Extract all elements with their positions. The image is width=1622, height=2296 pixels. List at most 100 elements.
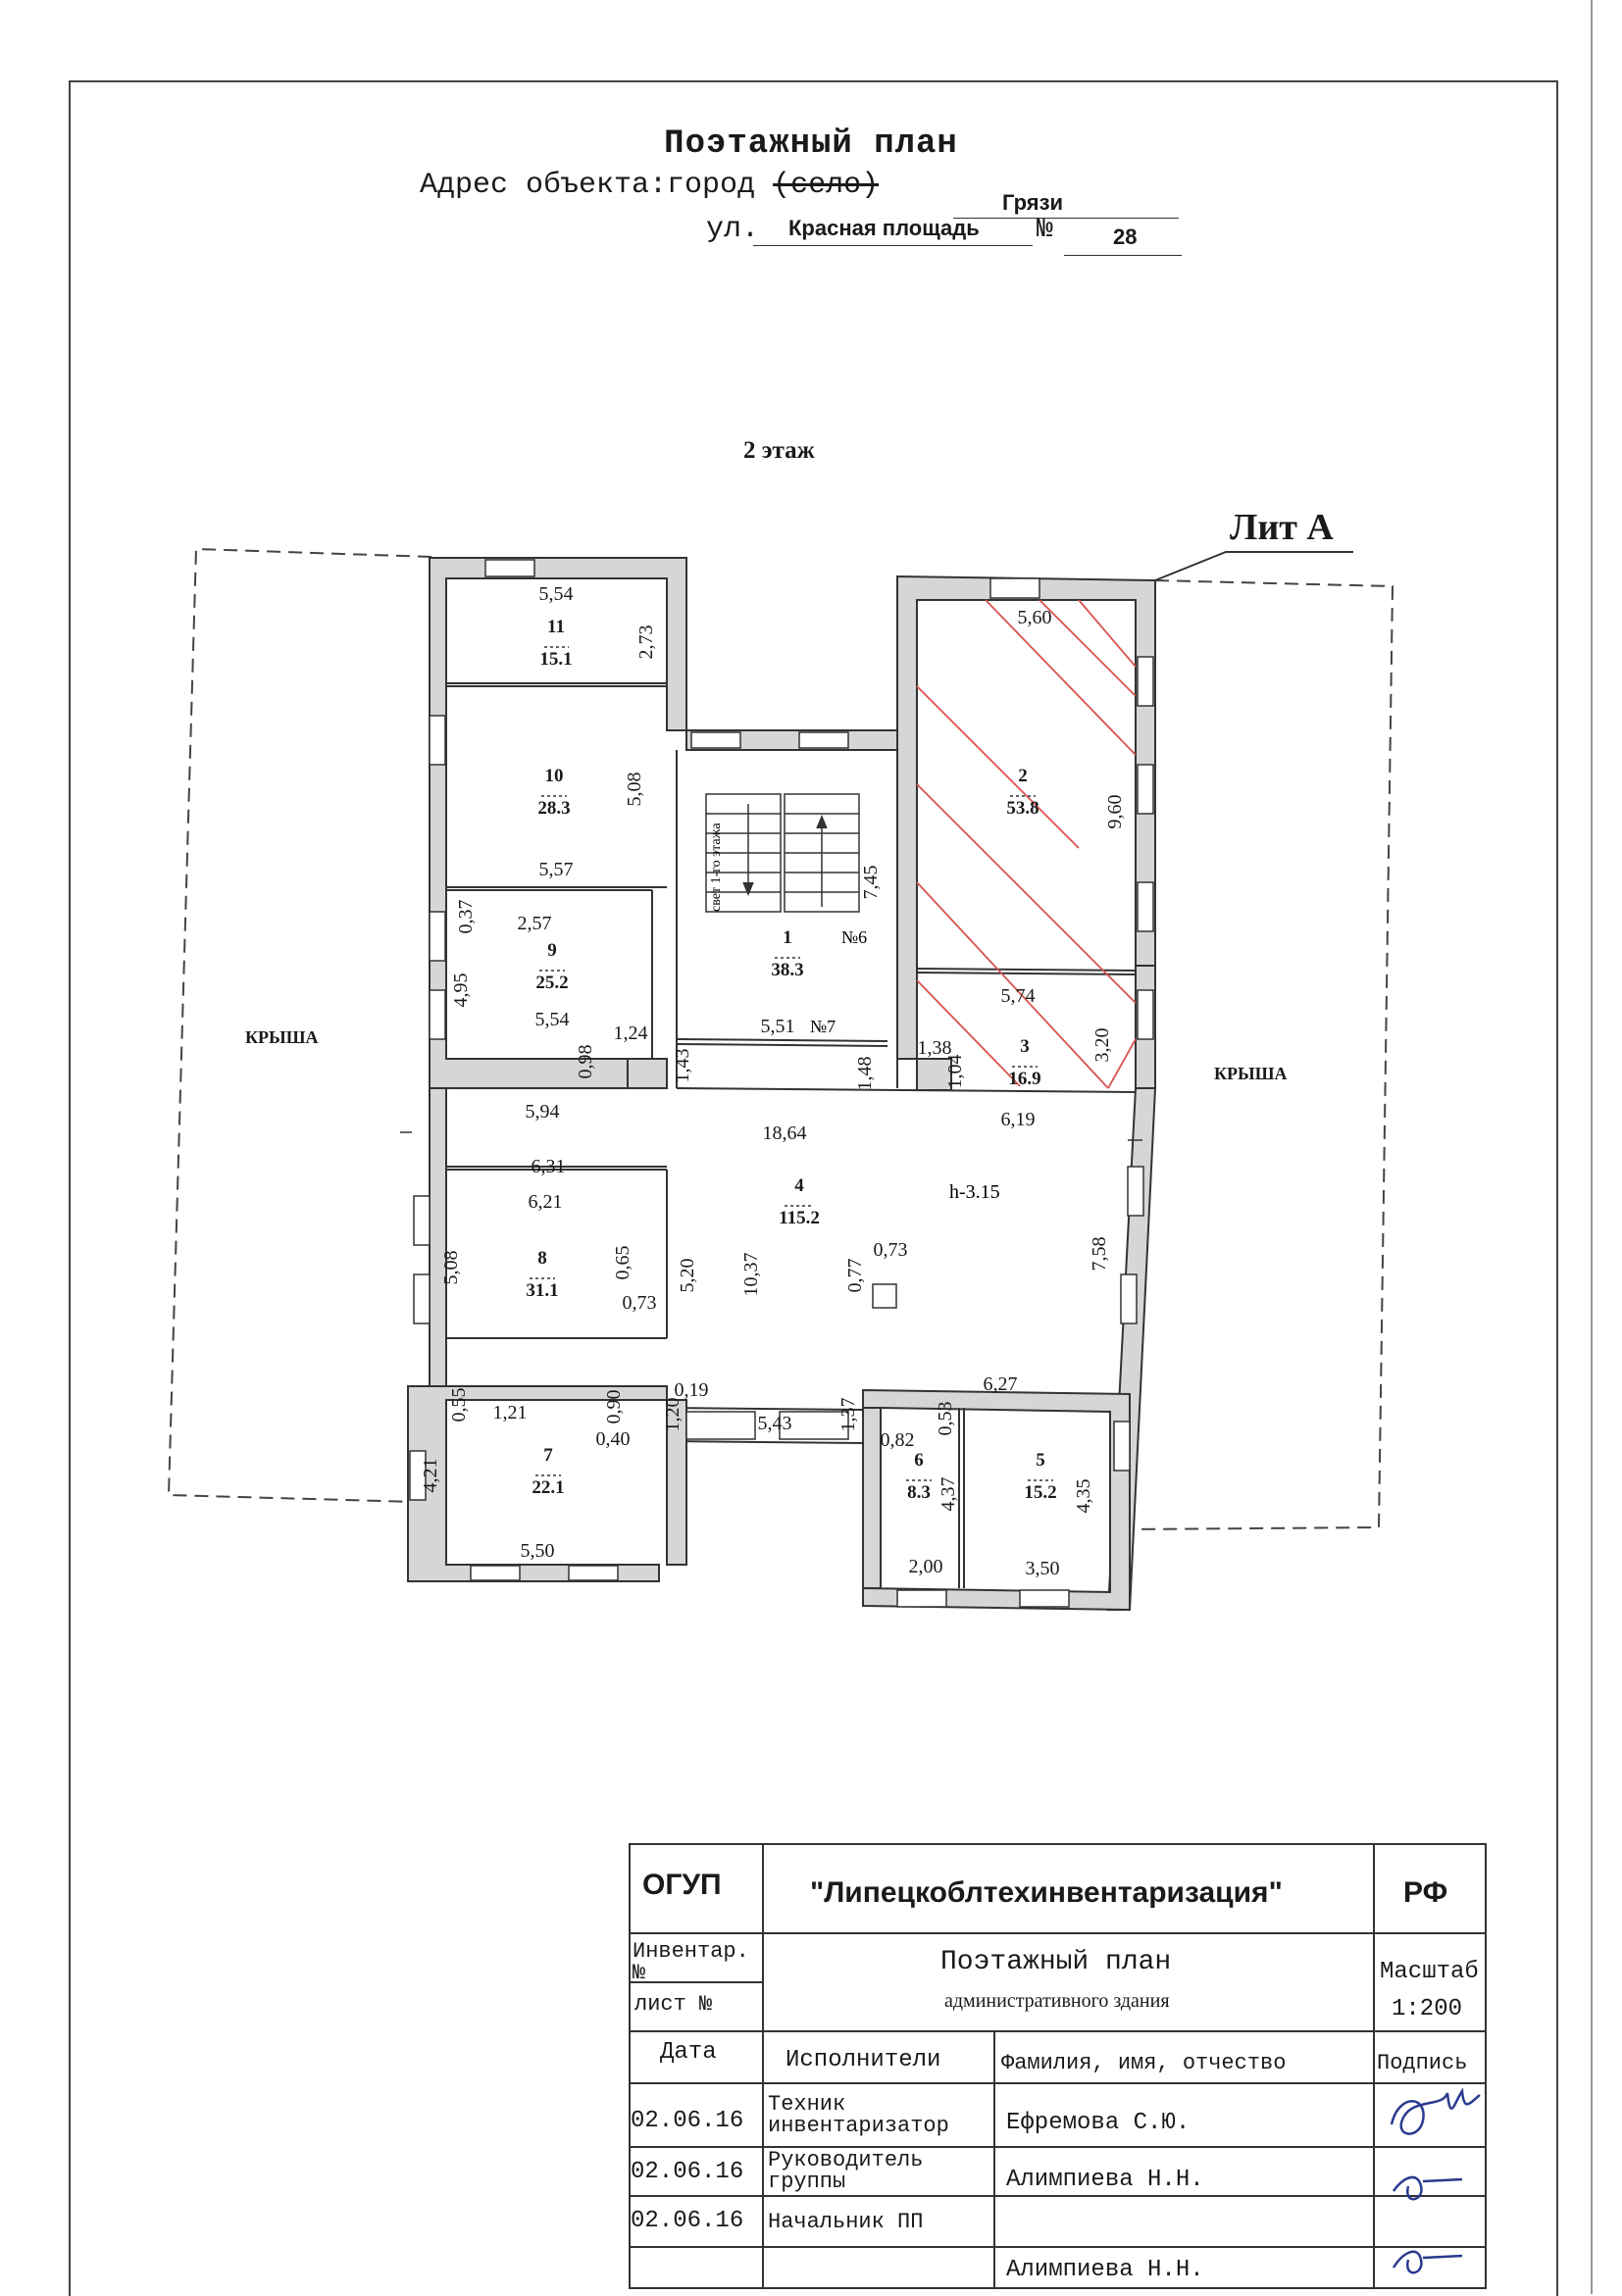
signatures (1390, 2087, 1481, 2274)
room-number: 2 (1018, 766, 1028, 786)
dimension: 0,55 (448, 1388, 470, 1423)
row-role: Техник инвентаризатор (768, 2092, 949, 2138)
dimension: 3,50 (1026, 1558, 1060, 1579)
dimension: 4,37 (938, 1477, 959, 1512)
dimension: 0,73 (874, 1239, 908, 1261)
dimension: 10,37 (740, 1253, 762, 1297)
country: РФ (1403, 1876, 1448, 1909)
roof-outline-left (167, 547, 432, 1503)
room-number: 5 (1036, 1450, 1045, 1471)
door-label: №6 (841, 927, 867, 947)
dimension: 6,21 (529, 1191, 563, 1213)
sheet-label: лист № (634, 1992, 713, 2017)
inner-walls (429, 1058, 952, 1589)
address-city: Грязи (1002, 190, 1064, 215)
address-street: Красная площадь (788, 216, 980, 240)
room-number: 8 (537, 1248, 547, 1269)
inventory-label: Инвентар. № (633, 1939, 749, 1985)
room-number: 10 (545, 766, 564, 786)
dimension: 7,58 (1089, 1237, 1110, 1272)
roof-label-right: КРЫША (1214, 1064, 1288, 1083)
title-block: ОГУП "Липецкоблтехинвентаризация" РФ Инв… (629, 1843, 1487, 2289)
dimension: 0,77 (844, 1259, 866, 1293)
room-area: 15.2 (1024, 1482, 1056, 1503)
dimension: 2,00 (909, 1556, 943, 1577)
dimension: 1,48 (854, 1057, 876, 1091)
room-number: 4 (794, 1175, 804, 1196)
row-date: 02.06.16 (631, 2159, 744, 2185)
dimension: 2,57 (518, 913, 552, 934)
dimension: 6,27 (984, 1373, 1018, 1395)
org-name: "Липецкоблтехинвентаризация" (810, 1876, 1283, 1909)
dimension: 1,38 (918, 1037, 952, 1059)
signature-3 (1392, 2250, 1463, 2274)
dimension: 0,98 (575, 1045, 596, 1079)
room-area: 31.1 (526, 1280, 558, 1301)
dimension: 0,65 (612, 1246, 634, 1280)
area-dashes (530, 646, 1053, 1481)
windows (409, 559, 1154, 1608)
dimension: 5,60 (1018, 607, 1052, 628)
room-number: 6 (914, 1450, 924, 1471)
door-label: №7 (810, 1017, 836, 1036)
wall-ticks (400, 1131, 1142, 1141)
room-number: 7 (543, 1445, 553, 1466)
dimension: 0,90 (603, 1390, 625, 1424)
dimension: 0,82 (881, 1429, 915, 1451)
address-line: Адрес объекта:город (село) (420, 169, 879, 202)
org-short: ОГУП (642, 1869, 722, 1901)
row-role: Начальник ПП (768, 2210, 924, 2234)
dimension: 9,60 (1104, 795, 1126, 829)
dimension: 1,24 (614, 1023, 648, 1044)
dimension: 5,51 (761, 1016, 795, 1037)
row-date: 02.06.16 (631, 2208, 744, 2234)
dimension: 2,73 (635, 625, 657, 660)
street-prefix: ул. (706, 213, 760, 246)
dimension: 1,43 (672, 1049, 693, 1083)
dimension: 0,40 (596, 1428, 631, 1450)
dimension: 5,57 (539, 859, 574, 880)
row-role: Руководитель группы (768, 2148, 924, 2194)
wall-right-wing (896, 574, 1156, 1060)
roof-outline-right (1129, 579, 1394, 1530)
room-number: 9 (547, 940, 557, 961)
doc-subtitle: административного здания (944, 1990, 1170, 2012)
col-signature: Подпись (1377, 2051, 1468, 2075)
dimension: 4,35 (1073, 1479, 1094, 1514)
row-name: Ефремова С.Ю. (1006, 2110, 1191, 2136)
row-name: Алимпиева Н.Н. (1006, 2167, 1204, 2193)
room-number: 3 (1020, 1036, 1030, 1057)
dimension: 7,45 (860, 866, 882, 900)
dimension: 18,64 (763, 1123, 807, 1144)
dimension: 4,21 (420, 1459, 441, 1493)
dimension: 0,19 (675, 1379, 709, 1401)
dimension: 5,43 (758, 1413, 792, 1434)
room-area: 22.1 (532, 1477, 564, 1498)
room-lines (446, 682, 1137, 1588)
dimension: 5,50 (521, 1540, 555, 1562)
dimension: 6,19 (1001, 1109, 1036, 1130)
room-number: 11 (547, 617, 565, 637)
room-number: 1 (783, 927, 792, 948)
signature-2 (1392, 2175, 1463, 2201)
dimension: 5,08 (440, 1251, 462, 1285)
room-area: 38.3 (771, 960, 803, 980)
number-label: № (1037, 215, 1053, 245)
dimension: 6,31 (532, 1156, 566, 1177)
floor-label: 2 этаж (743, 437, 815, 464)
column (872, 1283, 897, 1309)
room-area: 28.3 (537, 798, 570, 819)
scale-label: Масштаб (1380, 1959, 1479, 1985)
signature-1 (1390, 2087, 1481, 2135)
dimension: 1,37 (837, 1398, 859, 1432)
dimension: 5,54 (539, 583, 574, 605)
col-name: Фамилия, имя, отчество (1001, 2051, 1287, 2075)
dimension: 1,20 (662, 1398, 684, 1432)
lit-leader (1154, 551, 1353, 581)
room-area: 8.3 (907, 1482, 931, 1503)
row-name: Алимпиева Н.Н. (1006, 2257, 1204, 2283)
building-letter: Лит А (1230, 507, 1334, 548)
room-area: 15.1 (539, 649, 572, 670)
staircase (705, 793, 860, 913)
street-underline (753, 245, 1033, 246)
